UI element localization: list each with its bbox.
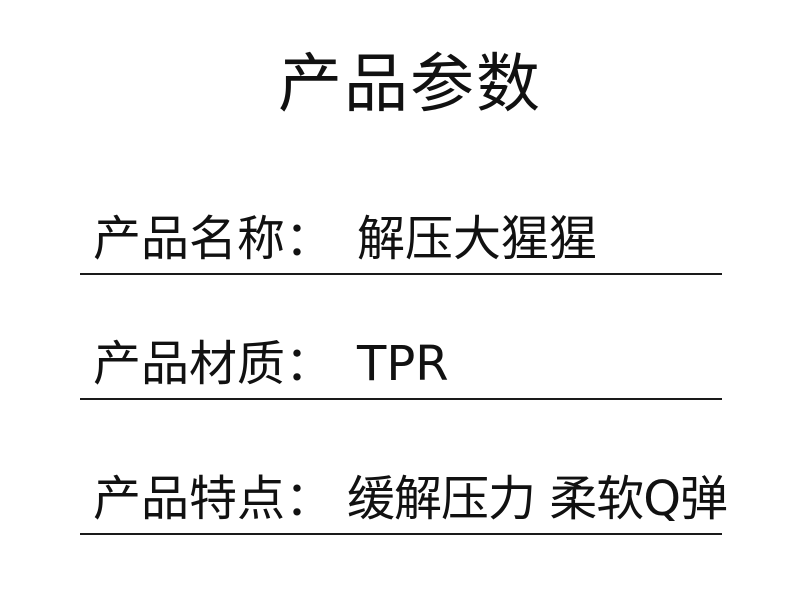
spec-value-material: TPR [357, 336, 449, 392]
page-title: 产品参数 [278, 48, 542, 122]
spec-row-material: 产品材质： TPR [80, 328, 722, 400]
spec-label-material: 产品材质： [93, 336, 334, 392]
spec-value-features: 缓解压力 柔软Q弹 [347, 471, 728, 527]
spec-value-name: 解压大猩猩 [357, 211, 598, 267]
spec-row-name: 产品名称： 解压大猩猩 [80, 203, 722, 275]
spec-row-features: 产品特点： 缓解压力 柔软Q弹 [80, 463, 728, 535]
spec-label-name: 产品名称： [93, 211, 334, 267]
spec-label-features: 产品特点： [93, 471, 334, 527]
